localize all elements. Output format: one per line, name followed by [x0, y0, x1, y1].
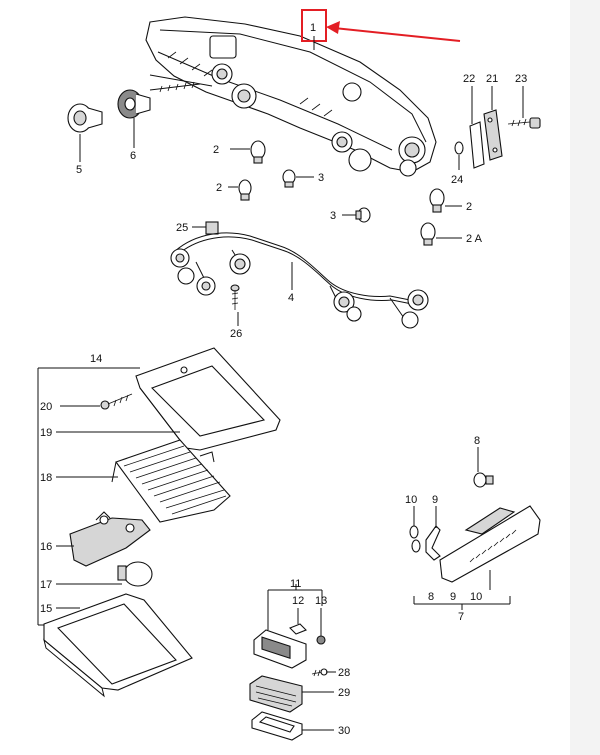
label-9a: 9	[432, 494, 438, 506]
part-1-highlight	[301, 9, 461, 42]
label-12: 12	[292, 595, 304, 607]
label-9b: 9	[450, 591, 456, 603]
grommet-part-5[interactable]	[67, 103, 103, 133]
lens-part-29[interactable]	[249, 675, 303, 713]
side-marker-lamp-part-7[interactable]	[439, 505, 541, 583]
label-2A: 2 A	[466, 233, 483, 245]
label-3a: 3	[318, 172, 324, 184]
label-11: 11	[290, 578, 301, 590]
nut-part-24[interactable]	[454, 141, 464, 155]
bracket-11	[267, 584, 323, 630]
bracket-7	[413, 570, 511, 610]
label-13: 13	[315, 595, 327, 607]
tail-light-housing[interactable]	[145, 16, 437, 177]
label-17: 17	[40, 579, 52, 591]
label-16: 16	[40, 541, 52, 553]
label-6: 6	[130, 150, 136, 162]
wiring-harness-part-4[interactable]	[170, 232, 429, 329]
clip-part-9[interactable]	[425, 525, 441, 561]
label-5: 5	[76, 164, 82, 176]
label-20: 20	[40, 401, 52, 413]
label-26: 26	[230, 328, 242, 340]
label-25: 25	[176, 222, 188, 234]
label-1: 1	[310, 22, 316, 34]
label-23: 23	[515, 73, 527, 85]
label-21: 21	[486, 73, 498, 85]
bulb-2-right[interactable]	[429, 188, 445, 213]
mounting-plate-part-21[interactable]	[483, 109, 503, 161]
bulb-part-17[interactable]	[117, 561, 153, 587]
bulb-holder-part-16[interactable]	[69, 511, 151, 567]
label-2c: 2	[466, 201, 472, 213]
label-3b: 3	[330, 210, 336, 222]
label-19: 19	[40, 427, 52, 439]
screw-part-28[interactable]	[311, 668, 328, 677]
reflector-grille-part-18[interactable]	[111, 439, 231, 523]
label-28: 28	[338, 667, 350, 679]
label-29: 29	[338, 687, 350, 699]
page-edge-strip	[570, 0, 600, 755]
label-22: 22	[463, 73, 475, 85]
screw-part-26[interactable]	[230, 284, 240, 310]
housing-screw	[149, 81, 201, 93]
label-2a: 2	[213, 144, 219, 156]
screw-part-20[interactable]	[100, 393, 133, 410]
screw-part-13[interactable]	[316, 635, 326, 645]
label-2b: 2	[216, 182, 222, 194]
grommet-part-10[interactable]	[409, 525, 421, 553]
label-7: 7	[458, 611, 464, 623]
label-30: 30	[338, 725, 350, 737]
bracket-14	[37, 367, 140, 626]
label-10a: 10	[405, 494, 417, 506]
gasket-part-30[interactable]	[251, 711, 303, 741]
label-4: 4	[288, 292, 294, 304]
label-10b: 10	[470, 591, 482, 603]
bulb-part-12[interactable]	[289, 623, 307, 635]
gasket-part-22[interactable]	[469, 121, 485, 169]
lamp-housing-part-11[interactable]	[253, 629, 307, 669]
label-18: 18	[40, 472, 52, 484]
housing-tray-part-15[interactable]	[43, 593, 193, 698]
label-15: 15	[40, 603, 52, 615]
screw-part-23[interactable]	[507, 117, 541, 129]
bulb-3-upper[interactable]	[282, 169, 296, 188]
bulb-2-upper[interactable]	[250, 140, 266, 164]
bulb-2-middle[interactable]	[238, 179, 252, 201]
bulb-3-lower[interactable]	[355, 207, 371, 223]
bulb-2A-right[interactable]	[420, 222, 436, 246]
clip-part-25[interactable]	[205, 221, 219, 235]
bulb-socket-part-6[interactable]	[117, 89, 151, 119]
lens-frame-part-19[interactable]	[135, 347, 281, 451]
label-8b: 8	[428, 591, 434, 603]
label-14: 14	[90, 353, 102, 365]
label-8a: 8	[474, 435, 480, 447]
label-24: 24	[451, 174, 463, 186]
bulb-part-8[interactable]	[473, 472, 494, 488]
